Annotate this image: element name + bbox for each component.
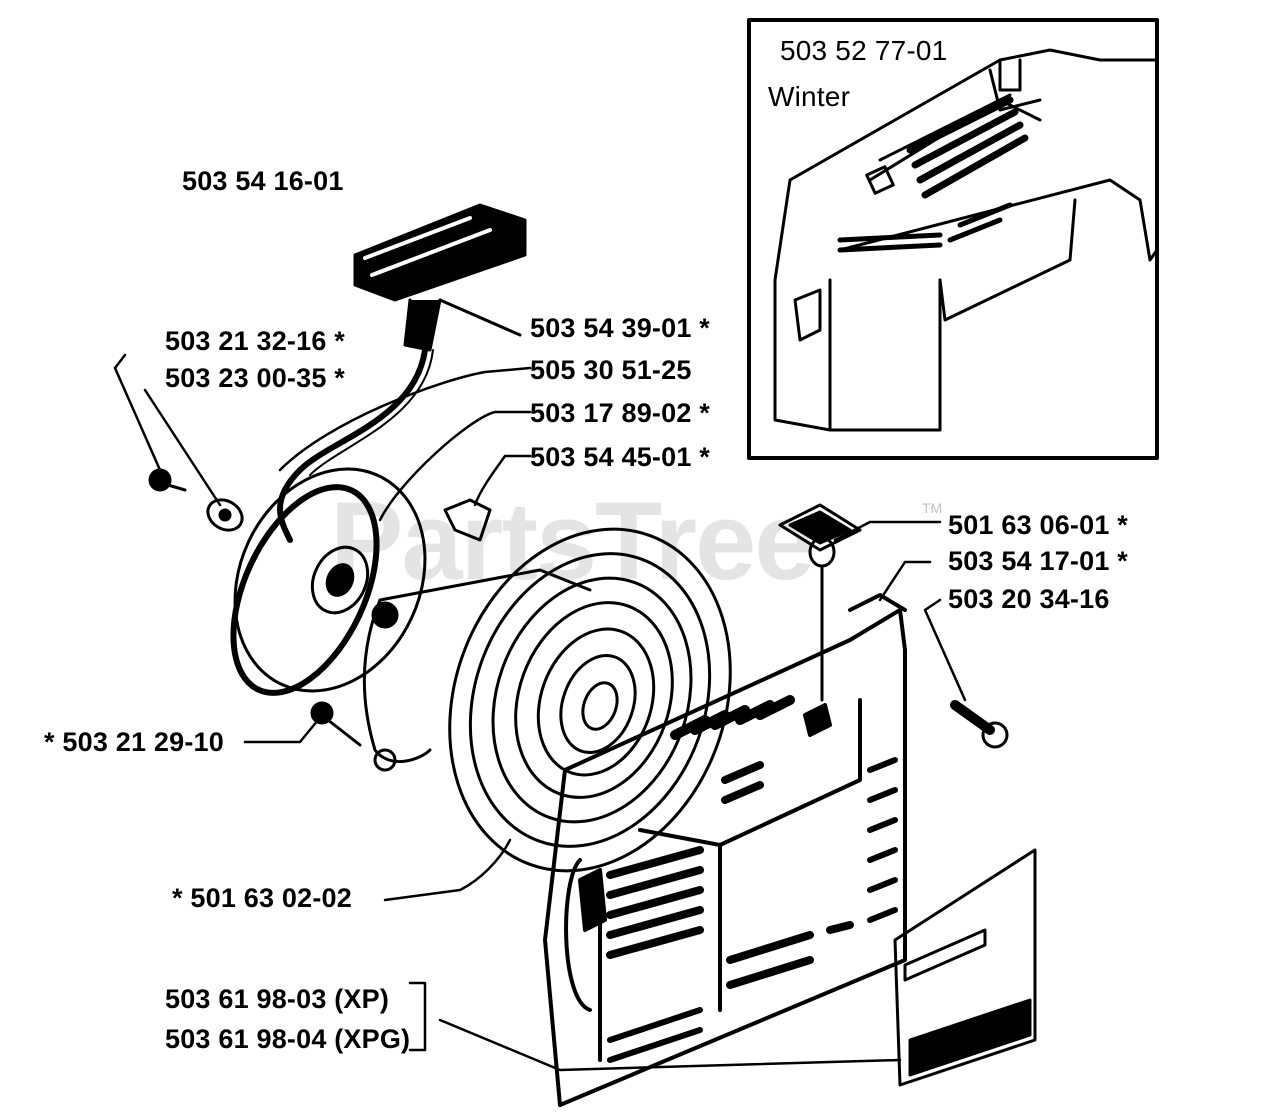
spring-bracket [362,498,592,772]
decal [893,848,1037,1087]
label-spring: * 501 63 02-02 [172,883,352,913]
rope-pulley [230,467,427,696]
label-decal-xpg: 503 61 98-04 (XPG) [165,1024,411,1054]
screw-small [310,701,362,747]
label-clip: 501 63 06-01 * [948,510,1128,540]
label-screw-small: * 503 21 29-10 [44,727,224,757]
pawl-clip [778,503,862,702]
screw-right [950,700,1009,749]
leader-lines [113,353,967,1072]
bolt-washer-left [148,468,244,532]
label-bracket: 503 54 45-01 * [530,442,710,472]
inset-frame [747,18,1159,460]
label-decal-xp: 503 61 98-03 (XP) [165,984,390,1014]
label-handle-insert: 503 54 39-01 * [530,313,710,343]
label-screw-right: 503 20 34-16 [948,584,1110,614]
watermark: PartsTree [330,480,815,603]
label-bushing: 503 54 17-01 * [948,546,1128,576]
label-rope: 505 30 51-25 [530,355,692,385]
label-pulley: 503 17 89-02 * [530,398,710,428]
label-handle: 503 54 16-01 [182,166,344,196]
label-washer: 503 23 00-35 * [165,363,345,393]
trademark-mark: TM [922,500,943,516]
starter-handle [353,203,527,352]
inset-part-number: 503 52 77-01 [780,35,948,66]
starter-housing [543,593,907,1107]
winter-cover-inset [773,48,1159,432]
label-bolt: 503 21 32-16 * [165,326,345,356]
inset-caption: Winter [768,81,851,112]
